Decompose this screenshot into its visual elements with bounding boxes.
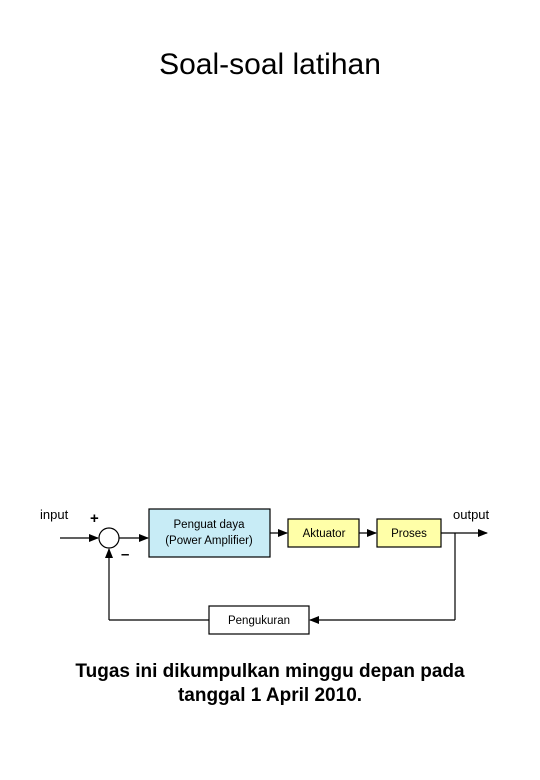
plus-sign: +: [90, 510, 99, 527]
assignment-note-line1: Tugas ini dikumpulkan minggu depan pada: [75, 661, 465, 682]
actuator-label: Aktuator: [303, 528, 346, 540]
minus-sign: –: [121, 546, 129, 563]
measurement-block: [208, 605, 310, 635]
amplifier-label-line2: (Power Amplifier): [165, 535, 253, 547]
page-title: Soal-soal latihan: [159, 48, 381, 81]
summing-junction: [98, 527, 120, 549]
amplifier-block: [148, 508, 271, 558]
actuator-block: [287, 518, 360, 548]
process-label: Proses: [391, 528, 427, 540]
amplifier-label-line1: Penguat daya: [174, 519, 246, 531]
process-block: [376, 518, 442, 548]
assignment-note-line2: tanggal 1 April 2010.: [177, 685, 363, 706]
measurement-label: Pengukuran: [228, 615, 290, 627]
input-label: input: [40, 507, 69, 522]
assignment-note: Tugas ini dikumpulkan minggu depan pada …: [20, 660, 520, 708]
output-label: output: [453, 507, 490, 522]
